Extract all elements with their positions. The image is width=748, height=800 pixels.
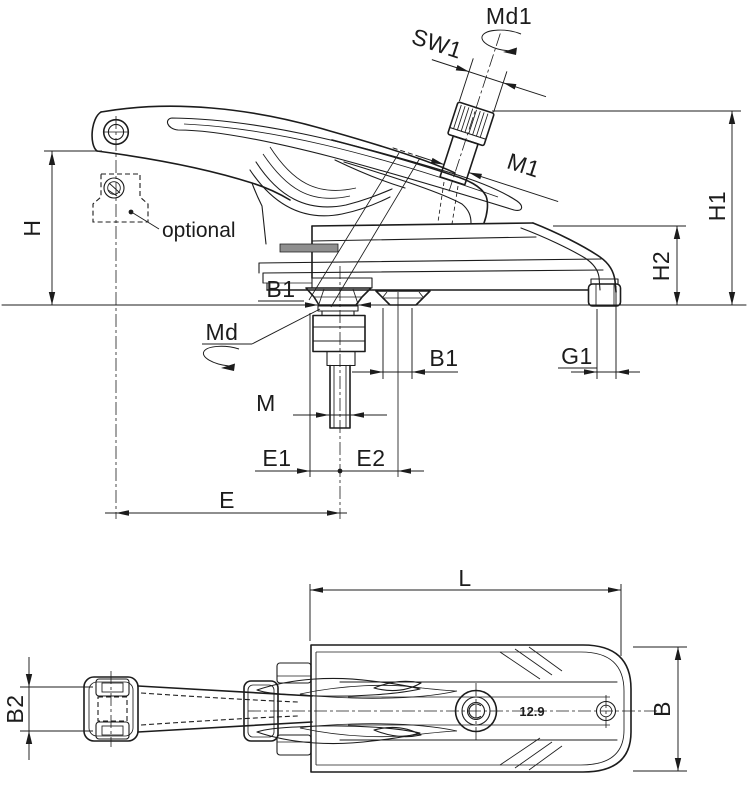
dim-h: H — [19, 150, 102, 305]
label-g1: G1 — [561, 343, 593, 369]
dim-b: B — [633, 646, 687, 772]
rail-end-foot — [587, 278, 622, 307]
label-sw1: SW1 — [409, 23, 466, 64]
dim-md: Md — [202, 308, 321, 371]
label-h2: H2 — [648, 251, 674, 281]
label-b1-mid: B1 — [429, 345, 458, 371]
label-e1: E1 — [262, 445, 291, 471]
knurling — [453, 104, 489, 138]
plan-body: 12.9 — [248, 644, 658, 773]
dim-m: M — [256, 390, 387, 418]
t-feet — [305, 277, 431, 306]
adjusting-screw: SW1 M1 — [392, 23, 559, 203]
label-h: H — [19, 219, 45, 236]
dim-h2: H2 — [553, 225, 686, 305]
dim-l: L — [309, 565, 622, 656]
label-e2: E2 — [356, 445, 385, 471]
base-rail — [258, 222, 622, 307]
label-b: B — [649, 701, 675, 717]
clamp-arm — [308, 139, 489, 308]
dim-b2: B2 — [2, 657, 93, 760]
handle-lever — [91, 105, 523, 245]
label-m1: M1 — [504, 148, 543, 183]
label-md: Md — [206, 319, 239, 345]
dim-b1-top: B1 — [258, 276, 371, 308]
dim-e: E — [105, 487, 347, 516]
dim-h1: H1 — [492, 110, 741, 305]
bolt-grade-label: 12.9 — [519, 704, 544, 719]
label-b2: B2 — [2, 694, 28, 723]
plan-view: 12.9 L B B2 — [2, 565, 687, 773]
label-h1: H1 — [704, 191, 730, 221]
plan-handle — [83, 662, 458, 756]
label-e: E — [219, 487, 235, 513]
label-l: L — [458, 565, 471, 591]
side-view: optional — [1, 3, 747, 519]
dim-b1-mid: B1 — [352, 308, 458, 379]
pivot-hole — [102, 118, 130, 146]
dim-md1: Md1 — [481, 3, 532, 55]
spindle-assembly — [312, 305, 366, 429]
gray-band — [279, 243, 339, 253]
label-m: M — [256, 390, 276, 416]
optional-label: optional — [162, 219, 236, 242]
rotation-arrow-icon — [481, 29, 522, 55]
rotation-arrow-icon — [202, 345, 240, 371]
dim-e1-e2: E1 E2 — [255, 313, 424, 477]
optional-bracket: optional — [92, 173, 236, 242]
label-md1: Md1 — [486, 3, 532, 29]
dim-g1: G1 — [558, 286, 640, 379]
centerlines — [104, 116, 399, 519]
label-b1-top: B1 — [266, 276, 295, 302]
